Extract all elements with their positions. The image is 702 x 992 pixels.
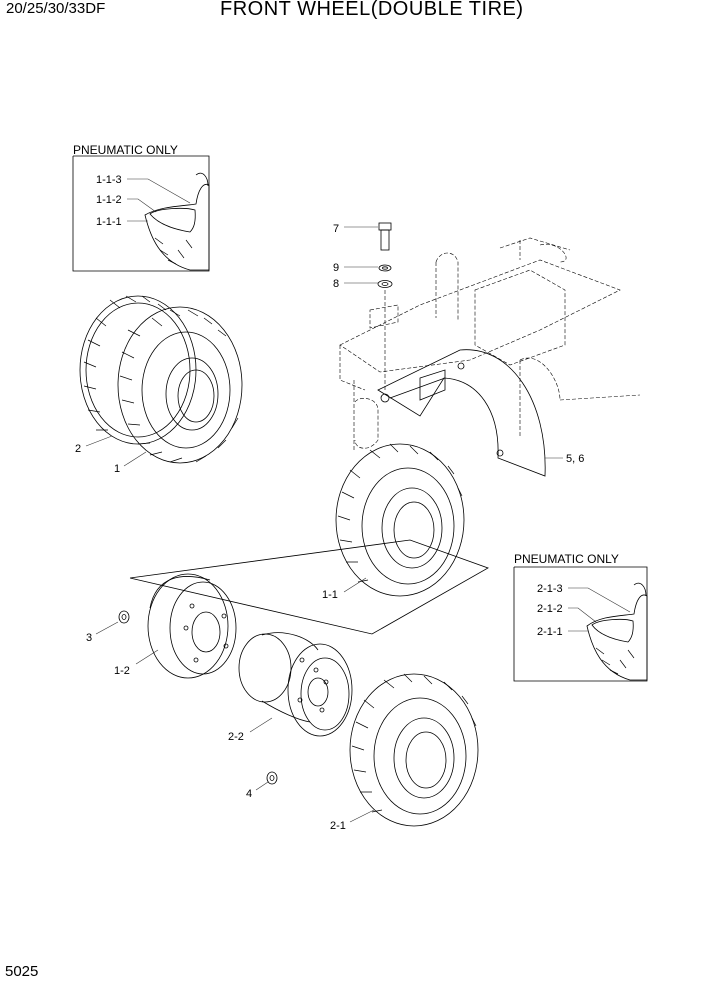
callout-2-1-3: 2-1-3 (537, 583, 563, 595)
callout-4: 4 (246, 788, 252, 800)
callout-9: 9 (333, 262, 339, 274)
rim-2-2 (238, 632, 353, 737)
callout-1-2: 1-2 (114, 665, 130, 677)
inset-label-top-left: PNEUMATIC ONLY (73, 143, 178, 157)
callout-1-1-3: 1-1-3 (96, 174, 122, 186)
callout-7: 7 (333, 223, 339, 235)
inset-label-right: PNEUMATIC ONLY (514, 552, 619, 566)
callout-2-1-1: 2-1-1 (537, 626, 563, 638)
page-number: 5025 (5, 963, 39, 980)
truck-frame-phantom (339, 237, 641, 450)
bolt-and-washers (377, 222, 393, 390)
inset-top-left: 1-1-3 1-1-2 1-1-1 (72, 155, 210, 272)
callout-2-2: 2-2 (228, 731, 244, 743)
callout-3: 3 (86, 632, 92, 644)
callout-5-6: 5, 6 (566, 453, 584, 465)
callout-1-1: 1-1 (322, 589, 338, 601)
page-title: FRONT WHEEL(DOUBLE TIRE) (220, 0, 524, 20)
callout-2-1: 2-1 (330, 820, 346, 832)
double-tire-assembly (79, 295, 243, 464)
callout-2: 2 (75, 443, 81, 455)
alignment-frame (129, 539, 489, 635)
callout-1-1-1: 1-1-1 (96, 216, 122, 228)
tire-1-1 (335, 443, 465, 597)
fender (377, 349, 546, 477)
inset-right: 2-1-3 2-1-2 2-1-1 (513, 566, 648, 682)
callout-8: 8 (333, 278, 339, 290)
callout-1-1-2: 1-1-2 (96, 194, 122, 206)
tire-2-1 (349, 673, 479, 827)
model-number: 20/25/30/33DF (6, 0, 106, 17)
rim-1-2 (147, 573, 237, 679)
nut-3 (118, 610, 130, 624)
nut-4 (266, 771, 278, 785)
callout-2-1-2: 2-1-2 (537, 603, 563, 615)
callout-1: 1 (114, 463, 120, 475)
